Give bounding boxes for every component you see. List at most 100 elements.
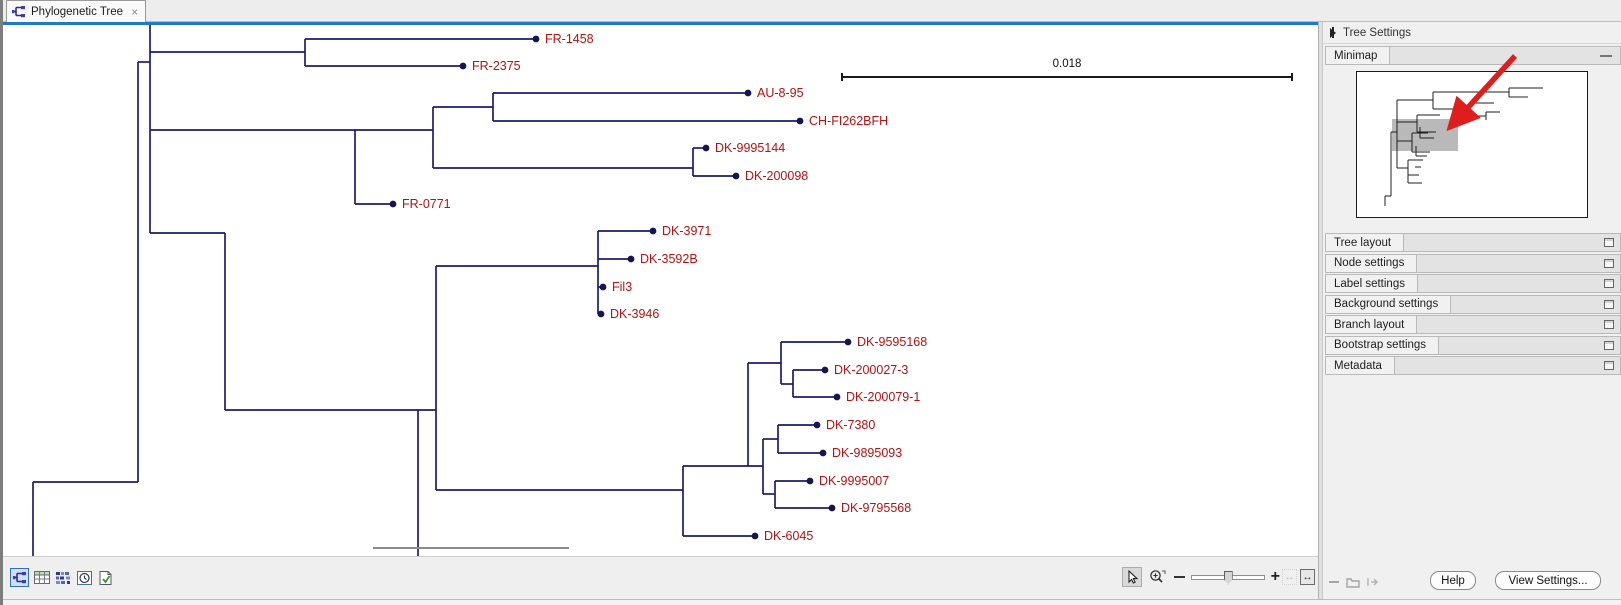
focused-view-indicator: [3, 22, 1318, 25]
help-button[interactable]: Help: [1430, 571, 1476, 590]
zoom-in-icon[interactable]: +: [1270, 568, 1280, 585]
alignment-view-button[interactable]: [54, 568, 73, 587]
apply-to-icon[interactable]: [1366, 576, 1380, 588]
tree-settings-title: Tree Settings: [1343, 26, 1411, 39]
tree-node-dot[interactable]: [732, 172, 740, 180]
tree-node-dot[interactable]: [796, 117, 804, 125]
tree-node-dot[interactable]: [751, 532, 759, 540]
zoom-slider[interactable]: [1190, 570, 1265, 585]
section-panel-icon[interactable]: [1604, 258, 1614, 268]
section-panel-icon[interactable]: [1604, 320, 1614, 329]
alignment-view-icon: [55, 571, 70, 584]
tree-node-dot[interactable]: [649, 227, 657, 235]
tree-node-dot[interactable]: [813, 421, 821, 429]
tree-view-button[interactable]: [10, 568, 29, 587]
minimap-collapse-icon[interactable]: [1600, 55, 1612, 57]
horizontal-scrollbar-thumb[interactable]: [373, 547, 569, 549]
tree-tip-label[interactable]: DK-6045: [764, 529, 813, 543]
settings-section-label-settings[interactable]: Label settings: [1325, 274, 1621, 293]
tab-phylogenetic-tree[interactable]: Phylogenetic Tree ×: [6, 0, 147, 22]
tree-tip-label[interactable]: DK-7380: [826, 418, 875, 432]
tab-title: Phylogenetic Tree: [31, 5, 124, 18]
minimap-section-header[interactable]: Minimap: [1325, 46, 1621, 65]
zoom-controls: +: [1121, 567, 1280, 587]
history-view-icon: [77, 570, 92, 585]
settings-section-label: Tree layout: [1326, 234, 1405, 251]
tree-tip-label[interactable]: FR-0771: [402, 197, 451, 211]
panel-splitter[interactable]: [1318, 22, 1323, 599]
settings-section-label: Node settings: [1326, 254, 1418, 272]
tree-node-dot[interactable]: [532, 35, 540, 43]
tree-tip-label[interactable]: DK-200027-3: [834, 363, 908, 377]
section-panel-icon[interactable]: [1604, 361, 1614, 370]
tree-tip-label[interactable]: DK-9995144: [715, 141, 785, 155]
history-view-button[interactable]: [75, 568, 94, 587]
minimap-viewport[interactable]: [1392, 119, 1458, 151]
element-info-view-button[interactable]: [96, 568, 115, 587]
table-view-icon: [33, 571, 50, 584]
tree-node-dot[interactable]: [597, 310, 605, 318]
tree-node-dot[interactable]: [744, 89, 752, 97]
tree-tip-label[interactable]: DK-3971: [662, 224, 711, 238]
tree-tip-label[interactable]: DK-3592B: [640, 252, 698, 266]
tree-node-dot[interactable]: [844, 338, 852, 346]
tree-tip-label[interactable]: DK-9995007: [819, 474, 889, 488]
scale-bar: 0.018: [841, 58, 1293, 81]
tree-view-icon: [12, 572, 26, 584]
minimap-tree-sketch[interactable]: [1357, 72, 1587, 217]
settings-section-node-settings[interactable]: Node settings: [1325, 253, 1621, 273]
status-bar: [3, 599, 1621, 605]
tree-node-dot[interactable]: [833, 393, 841, 401]
tree-tip-label[interactable]: Fil3: [612, 280, 632, 294]
tree-node-dot[interactable]: [821, 366, 829, 374]
tree-tip-label[interactable]: FR-1458: [545, 32, 594, 46]
tree-tip-label[interactable]: DK-3946: [610, 307, 659, 321]
tree-tip-label[interactable]: DK-9595168: [857, 335, 927, 349]
zoom-out-icon[interactable]: [1173, 576, 1185, 578]
zoom-tool-button[interactable]: [1148, 567, 1168, 587]
zoom-slider-thumb[interactable]: [1223, 570, 1233, 585]
table-view-button[interactable]: [32, 568, 51, 587]
tree-tip-label[interactable]: AU-8-95: [757, 86, 804, 100]
magnifier-plus-icon: [1150, 570, 1166, 583]
tab-close-icon[interactable]: ×: [131, 4, 139, 19]
tree-node-dot[interactable]: [819, 449, 827, 457]
tab-bar: Phylogenetic Tree ×: [3, 0, 1621, 22]
folder-icon[interactable]: [1346, 576, 1360, 588]
scale-bar-line: [841, 73, 1293, 81]
view-settings-button[interactable]: View Settings...: [1495, 571, 1601, 590]
tree-node-dot[interactable]: [459, 62, 467, 70]
tree-tip-label[interactable]: DK-9795568: [841, 501, 911, 515]
tree-tip-label[interactable]: DK-200098: [745, 169, 808, 183]
cursor-tool-button[interactable]: [1121, 567, 1142, 587]
tree-node-dot[interactable]: [389, 200, 397, 208]
tree-node-dot[interactable]: [599, 283, 607, 291]
section-panel-icon[interactable]: [1604, 238, 1614, 247]
section-panel-icon[interactable]: [1604, 340, 1614, 350]
sidebar-bottom-bar: Help View Settings...: [1323, 571, 1621, 593]
settings-section-tree-layout[interactable]: Tree layout: [1325, 233, 1621, 252]
collapse-all-icon[interactable]: [1328, 576, 1340, 588]
settings-section-bootstrap-settings[interactable]: Bootstrap settings: [1325, 335, 1621, 355]
tree-tip-label[interactable]: FR-2375: [472, 59, 521, 73]
fit-width-button[interactable]: ↔: [1300, 569, 1315, 585]
tree-node-dot[interactable]: [702, 144, 710, 152]
settings-section-branch-layout[interactable]: Branch layout: [1325, 315, 1621, 334]
settings-section-label: Branch layout: [1326, 316, 1418, 333]
settings-section-label: Label settings: [1326, 275, 1418, 292]
tree-node-dot[interactable]: [627, 255, 635, 263]
tree-tip-label[interactable]: CH-FI262BFH: [809, 114, 888, 128]
phylo-tree-icon: [12, 6, 25, 18]
settings-section-background-settings[interactable]: Background settings: [1325, 294, 1621, 314]
tree-node-dot[interactable]: [828, 504, 836, 512]
minimap-canvas[interactable]: [1356, 71, 1588, 218]
tree-tip-label[interactable]: DK-9895093: [832, 446, 902, 460]
tree-tip-label[interactable]: DK-200079-1: [846, 390, 920, 404]
tree-settings-header[interactable]: Tree Settings: [1323, 22, 1621, 44]
section-panel-icon[interactable]: [1604, 279, 1614, 288]
section-panel-icon[interactable]: [1604, 299, 1614, 309]
tree-node-dot[interactable]: [806, 477, 814, 485]
settings-section-metadata[interactable]: Metadata: [1325, 356, 1621, 375]
